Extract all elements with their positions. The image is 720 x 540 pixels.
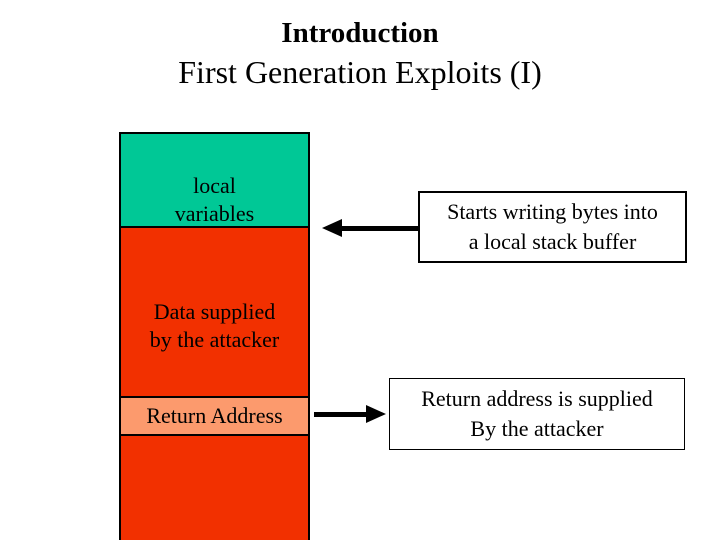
local-variables-label-line-2: variables	[174, 201, 255, 226]
title-line-1: Introduction	[281, 17, 439, 49]
left-arrow-icon	[322, 219, 342, 237]
callout-buffer-write: Starts writing bytes into a local stack …	[418, 191, 687, 263]
return-address-label: Return Address	[146, 403, 283, 428]
stack-segment-local-variables	[121, 134, 308, 228]
local-variables-label-line-1: local	[193, 173, 236, 198]
stack-segment-return-address: Return Address	[121, 396, 308, 436]
callout-return-supplied-line-2: By the attacker	[470, 416, 604, 441]
return-address-arrow-shaft	[314, 412, 368, 417]
right-arrow-icon	[366, 405, 386, 423]
attacker-data-label-line-2: by the attacker	[149, 327, 280, 352]
slide-title: Introduction First Generation Exploits (…	[0, 16, 720, 92]
local-variables-label: local variables	[121, 172, 308, 228]
buffer-write-arrow-shaft	[340, 226, 418, 231]
callout-return-supplied-line-1: Return address is supplied	[421, 386, 653, 411]
title-line-2: First Generation Exploits (I)	[178, 54, 542, 90]
attacker-data-label-line-1: Data supplied	[153, 299, 276, 324]
callout-buffer-write-line-2: a local stack buffer	[468, 229, 637, 254]
stack-memory-diagram: local variables Data supplied by the att…	[119, 132, 310, 540]
attacker-data-label: Data supplied by the attacker	[121, 298, 308, 354]
callout-buffer-write-line-1: Starts writing bytes into	[447, 199, 658, 224]
callout-return-supplied: Return address is supplied By the attack…	[389, 378, 685, 450]
